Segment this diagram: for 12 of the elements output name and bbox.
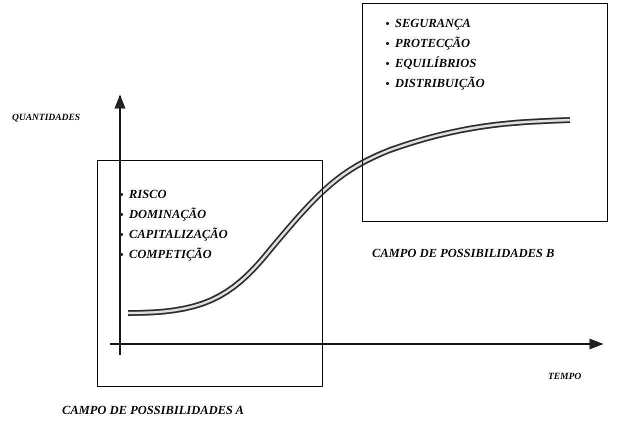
field-heading: CAMPO DE POSSIBILIDADES B: [372, 246, 554, 261]
bullet-item: COMPETIÇÃO: [120, 244, 212, 264]
axis-label: TEMPO: [548, 372, 582, 382]
bullet-item: SEGURANÇA: [386, 13, 471, 33]
bullet-item: EQUILÍBRIOS: [386, 53, 476, 73]
bullet-item: DOMINAÇÃO: [120, 204, 206, 224]
bullet-item: RISCO: [120, 184, 167, 204]
field-heading: CAMPO DE POSSIBILIDADES A: [62, 403, 244, 418]
bullet-item: CAPITALIZAÇÃO: [120, 224, 228, 244]
bullet-item: PROTECÇÃO: [386, 33, 470, 53]
bullet-item: DISTRIBUIÇÃO: [386, 73, 485, 93]
axis-label: QUANTIDADES: [12, 113, 80, 123]
